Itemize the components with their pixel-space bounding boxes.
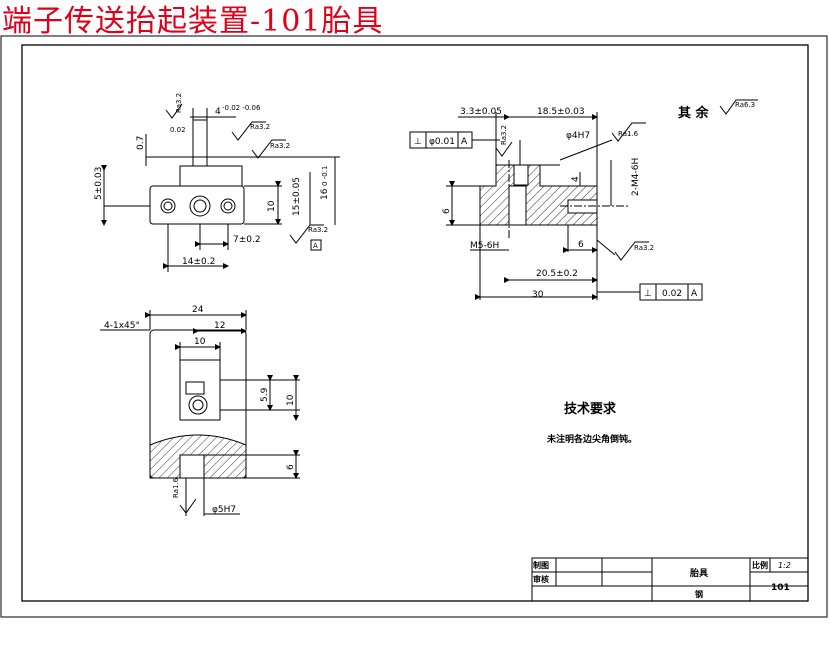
v2-dim-6-left: 6 (442, 208, 452, 214)
v2-perp-sym: ⊥ (414, 137, 422, 147)
v1-dim-16-tol: 0 -0.1 (321, 166, 329, 186)
v2-dim-33: 3.3±0.05 (460, 107, 502, 117)
v1-flatness-tol: 0.02 (170, 126, 186, 134)
other-surfaces-label: 其 余 (678, 105, 710, 121)
view1-labels: Ra3.2 4 -0.02 -0.06 0.02 0.7 Ra3.2 Ra3.2… (94, 93, 330, 267)
v1-dim-5: 5±0.03 (94, 167, 104, 200)
v3-ra16: Ra1.6 (172, 477, 180, 498)
v3-dim-59: 5.9 (260, 387, 270, 402)
v3-dim-5h7: φ5H7 (212, 505, 236, 515)
v3-dim-10-right: 10 (286, 394, 296, 406)
sheet-inner-border (21, 44, 809, 602)
title-scale-value: 1:2 (778, 561, 791, 570)
view-section-right (409, 99, 758, 301)
v2-dim-30: 30 (532, 290, 544, 300)
v2-perp-datum: A (461, 137, 468, 147)
v3-dim-6: 6 (286, 464, 296, 470)
v1-datum-a: A (313, 242, 318, 250)
v1-top-tol: -0.02 -0.06 (222, 104, 261, 112)
v2-ra16: Ra1.6 (618, 130, 639, 138)
title-part-name: 胎具 (689, 567, 708, 579)
view2-labels: 其 余 Ra6.3 3.3±0.05 18.5±0.03 ⊥ φ0.01 A R… (414, 101, 755, 300)
drawing-banner-title: 端子传送抬起装置-101胎具 (2, 4, 384, 39)
v2-dim-205: 20.5±0.2 (536, 269, 578, 279)
v2-dim-4h7: φ4H7 (566, 131, 590, 141)
v1-dim-7: 7±0.2 (233, 235, 261, 245)
v2-dim-6-right: 6 (578, 240, 584, 250)
v1-dim-16: 16 (320, 188, 330, 200)
v2-dim-185: 18.5±0.03 (537, 107, 585, 117)
view3-labels: 24 4-1x45° 12 10 5.9 10 6 Ra1.6 φ5H7 (104, 305, 296, 515)
title-scale-label: 比例 (752, 560, 768, 570)
view-front-left (101, 103, 340, 272)
v2-dim-4: 4 (571, 176, 581, 182)
v3-dim-24: 24 (192, 305, 204, 315)
v1-ra32-c: Ra3.2 (270, 142, 290, 150)
v1-dim-07: 0.7 (136, 136, 146, 150)
title-block (531, 557, 809, 602)
v1-dim-10: 10 (267, 200, 277, 212)
v2-ra32-b: Ra3.2 (634, 244, 654, 252)
view-top-bottom (100, 310, 300, 516)
v1-top-width: 4 (215, 107, 221, 117)
v2-par-tol: 0.02 (662, 289, 682, 299)
v1-dim-15: 15±0.05 (292, 177, 302, 216)
other-surfaces-ra: Ra6.3 (735, 101, 755, 109)
v2-par-sym: ⊥ (644, 289, 652, 299)
title-material: 钢 (695, 589, 703, 599)
v2-ra32: Ra3.2 (500, 125, 508, 145)
v1-ra32-a: Ra3.2 (175, 93, 183, 113)
tech-requirements-title: 技术要求 (564, 401, 617, 417)
v2-perp-tol: φ0.01 (429, 137, 455, 147)
v3-dim-10-top: 10 (194, 337, 206, 347)
title-drawing-no: 101 (771, 583, 790, 593)
v2-par-datum: A (691, 289, 698, 299)
v2-dim-m5: M5-6H (470, 241, 499, 251)
v3-dim-12: 12 (214, 321, 225, 331)
title-checked-label: 审核 (533, 574, 549, 584)
v1-ra32-d: Ra3.2 (308, 226, 328, 234)
title-block-labels: 制图 审核 胎具 钢 比例 1:2 101 (533, 560, 791, 599)
v2-dim-m4: 2-M4-6H (631, 158, 641, 196)
tech-requirements-body: 未注明各边尖角倒钝。 (546, 433, 637, 445)
v3-dim-chamfer: 4-1x45° (104, 321, 140, 331)
v1-ra32-b: Ra3.2 (250, 123, 270, 131)
sheet-outer-border (0, 35, 828, 618)
title-drawn-label: 制图 (533, 560, 549, 570)
v1-dim-14: 14±0.2 (182, 257, 215, 267)
